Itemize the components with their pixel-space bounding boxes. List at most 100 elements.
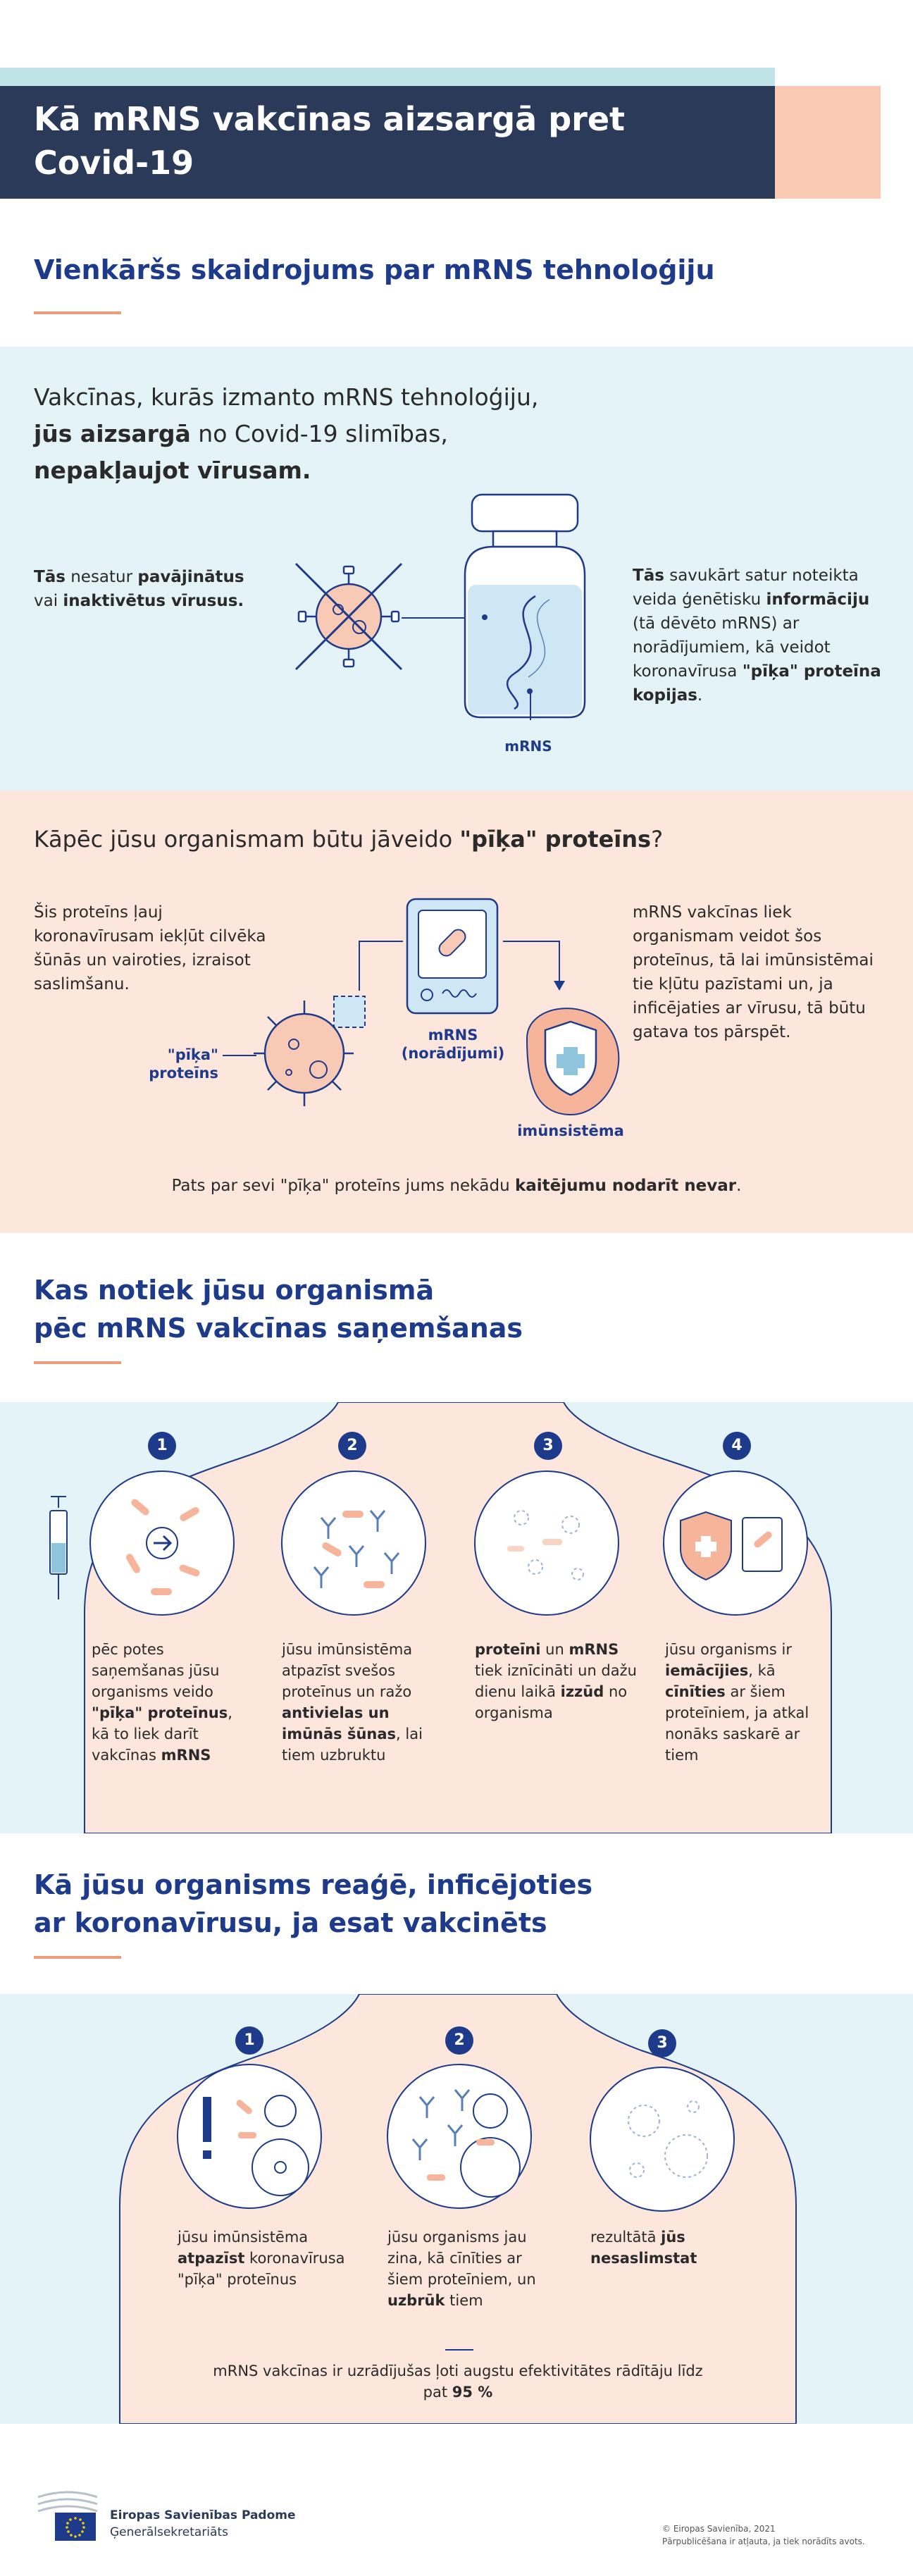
step3-t2: un (540, 1641, 569, 1658)
step2-b1: antivielas un imūnās šūnas (282, 1704, 397, 1742)
immune-system-label: imūnsistēma (517, 1122, 624, 1139)
intro-line-3: nepakļaujot vīrusam. (34, 452, 569, 489)
footer-copyright: © Eiropas Savienība, 2021 (662, 2524, 776, 2534)
no-virus-bold-1: Tās (34, 568, 66, 586)
mrns-info-bold-2: informāciju (766, 590, 870, 609)
reaction-step2-t2: tiem (445, 2292, 483, 2309)
section2-title-bold: "pīķa" proteīns (459, 826, 652, 853)
step1-t1: pēc potes saņemšanas jūsu organisms veid… (92, 1641, 220, 1700)
step4-t1: jūsu organisms ir (665, 1641, 793, 1658)
section4-title: Kā jūsu organisms reaģē, inficējoties ar … (34, 1866, 809, 1942)
step2-t2: , lai tiem uzbruktu (282, 1726, 423, 1764)
spike-virus-icon (254, 996, 366, 1106)
section3-title: Kas notiek jūsu organismā pēc mRNS vakcīn… (34, 1271, 809, 1347)
step4-t3: ar šiem proteīniem, ja atkal nonāks sask… (665, 1683, 809, 1764)
mrns-info-bold-1: Tās (633, 566, 664, 585)
no-harm-a: Pats par sevi "pīķa" proteīns jums nekād… (171, 1177, 515, 1195)
hero-top-strip (0, 68, 775, 86)
reaction-step1-b1: atpazīst (178, 2250, 245, 2267)
efficacy-text: mRNS vakcīnas ir uzrādījušas ļoti augstu… (211, 2360, 704, 2403)
spike-protein-label: "pīķa" proteīns (149, 1046, 218, 1082)
mrns-instructions-label-1: mRNS (428, 1027, 478, 1044)
step4-b2: cīnīties (665, 1683, 726, 1700)
council-logo-icon (37, 2491, 98, 2541)
section1-title: Vienkāršs skaidrojums par mRNS tehnoloģi… (34, 254, 715, 285)
no-virus-bold-2: pavājinātus (137, 568, 244, 586)
step3-t4: no organisma (475, 1683, 628, 1721)
no-virus-t1: nesatur (65, 568, 138, 586)
section4-title-1: Kā jūsu organisms reaģē, inficējoties (34, 1869, 593, 1900)
hero-banner (0, 86, 775, 199)
step3-cleared-cell-icon (474, 1470, 619, 1616)
reaction-step1-number: 1 (235, 2026, 263, 2055)
step2-t1: jūsu imūnsistēma atpazīst svešos proteīn… (282, 1641, 413, 1700)
page-title: Kā mRNS vakcīnas aizsargā pret Covid-19 (34, 100, 626, 182)
immune-system-icon (526, 1008, 620, 1116)
mrns-label: mRNS (504, 738, 552, 755)
reaction-step3-b1: jūs nesaslimstat (590, 2229, 697, 2267)
efficacy-bold: 95 % (452, 2384, 493, 2401)
step2-text: jūsu imūnsistēma atpazīst svešos proteīn… (282, 1639, 444, 1766)
reaction-step3-number: 3 (648, 2029, 676, 2057)
mrns-instructions-label: mRNS(norādījumi) (395, 1026, 511, 1063)
footer-org: Eiropas Savienības Padome (110, 2508, 296, 2522)
crossed-virus-icon (294, 562, 403, 671)
syringe-icon (49, 1496, 68, 1599)
mrns-info-t2: (tā dēvēto mRNS) ar norādījumiem, kā vei… (633, 614, 831, 681)
step4-memory-icon (663, 1470, 808, 1616)
no-virus-bold-3: inaktivētus vīrusus. (63, 592, 244, 610)
section2-title: Kāpēc jūsu organismam būtu jāveido "pīķa… (34, 823, 809, 855)
no-virus-text: Tās nesatur pavājinātus vai inaktivētus … (34, 565, 266, 613)
section3-accent (34, 1361, 121, 1364)
reaction-step2-b1: uzbrūk (387, 2292, 445, 2309)
hero-accent-block (775, 86, 881, 199)
step1-number: 1 (148, 1432, 176, 1460)
step3-b1: proteīni (475, 1641, 541, 1658)
spike-label-arrow (223, 1055, 256, 1056)
reaction-step2-number: 2 (445, 2026, 473, 2055)
section3-title-1: Kas notiek jūsu organismā (34, 1275, 435, 1306)
mrns-info-text: Tās savukārt satur noteikta veida ģenēti… (633, 564, 882, 707)
step1-b1: "pīķa" proteīnus (92, 1704, 228, 1721)
section3-title-2: pēc mRNS vakcīnas saņemšanas (34, 1313, 523, 1344)
section1-accent (34, 311, 121, 314)
step4-t2: , kā (748, 1662, 776, 1679)
step1-b2: mRNS (161, 1747, 211, 1764)
reaction-step1-t1: jūsu imūnsistēma (178, 2229, 309, 2246)
mrns-instructions-label-2: (norādījumi) (401, 1045, 505, 1062)
section1-band (0, 347, 913, 791)
footer-reuse: Pārpublicēšana ir atļauta, ja tiek norād… (662, 2537, 865, 2546)
step3-number: 3 (534, 1432, 562, 1460)
step4-number: 4 (723, 1432, 751, 1460)
no-virus-t2: vai (34, 592, 63, 610)
section2-title-a: Kāpēc jūsu organismam būtu jāveido (34, 826, 460, 853)
step3-t3: tiek iznīcināti un dažu dienu laikā (475, 1662, 637, 1700)
reaction-step2-t1: jūsu organisms jau zina, kā cīnīties ar … (387, 2229, 536, 2288)
step1-cell-icon (89, 1470, 235, 1616)
step1-t2: , kā to liek darīt vakcīnas (92, 1704, 232, 1764)
section4-title-2: ar koronavīrusu, ja esat vakcinēts (34, 1907, 547, 1938)
efficacy-divider (445, 2349, 473, 2351)
no-harm-bold: kaitējumu nodarīt nevar (514, 1177, 737, 1195)
no-harm-b: . (736, 1177, 742, 1195)
mrns-info-t1: savukārt satur noteikta veida ģenētisku (633, 566, 859, 609)
mrns-pointer (530, 692, 531, 720)
efficacy-a: mRNS vakcīnas ir uzrādījušas ļoti augstu… (213, 2363, 703, 2401)
step2-number: 2 (338, 1432, 366, 1460)
no-harm-text: Pats par sevi "pīķa" proteīns jums nekād… (34, 1174, 879, 1198)
reaction-step2-text: jūsu organisms jau zina, kā cīnīties ar … (387, 2227, 557, 2311)
step4-text: jūsu organisms ir iemācījies, kā cīnītie… (665, 1639, 834, 1766)
spike-explanation-text: Šis proteīns ļauj koronavīrusam iekļūt c… (34, 903, 266, 993)
reaction-step1-text: jūsu imūnsistēma atpazīst koronavīrusa "… (178, 2227, 347, 2290)
reaction-step3-t1: rezultātā (590, 2229, 662, 2246)
mrns-info-t3: . (697, 686, 703, 705)
intro-line-2: jūs aizsargā no Covid-19 slimības, (34, 416, 569, 452)
reaction-step3-healthy-icon (590, 2067, 735, 2212)
step2-antibody-icon (281, 1470, 426, 1616)
step3-text: proteīni un mRNS tiek iznīcināti un dažu… (475, 1639, 637, 1723)
reaction-step1-recognize-icon (177, 2064, 322, 2209)
reaction-step3-text: rezultātā jūs nesaslimstat (590, 2227, 745, 2269)
reaction-step2-attack-icon (387, 2064, 532, 2209)
intro-line-1: Vakcīnas, kurās izmanto mRNS tehnoloģiju… (34, 383, 539, 411)
section4-accent (34, 1956, 121, 1959)
